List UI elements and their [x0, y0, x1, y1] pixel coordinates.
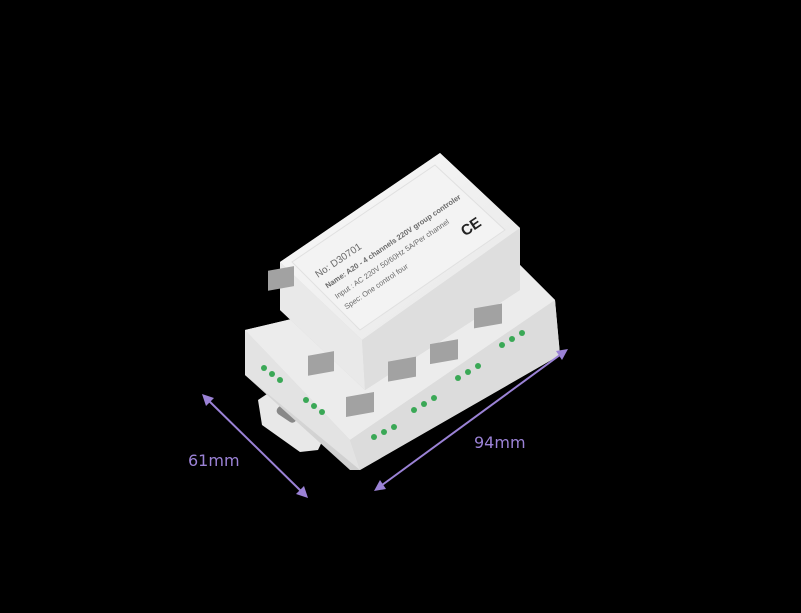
arrowhead	[202, 394, 214, 406]
mounting-hole	[276, 406, 297, 423]
dimension-depth	[202, 394, 308, 498]
label-panel	[291, 164, 506, 331]
length-dimension-line	[377, 351, 565, 489]
depth-dimension-line	[205, 397, 305, 495]
terminal-blocks	[261, 266, 525, 440]
terminal-block	[303, 351, 334, 415]
terminal-block	[346, 392, 397, 440]
arrowhead	[556, 349, 568, 360]
terminal-block	[388, 356, 437, 413]
controller-device: No: D30701 Name: A20 - 4 channels 220V g…	[245, 153, 560, 470]
terminal-block	[261, 266, 294, 383]
terminal-block	[430, 339, 481, 381]
arrowhead	[374, 480, 386, 491]
dimension-length	[374, 349, 568, 491]
depth-label: 61mm	[188, 451, 240, 470]
length-label: 94mm	[474, 433, 526, 452]
terminal-block	[474, 303, 525, 348]
arrowhead	[296, 486, 308, 498]
